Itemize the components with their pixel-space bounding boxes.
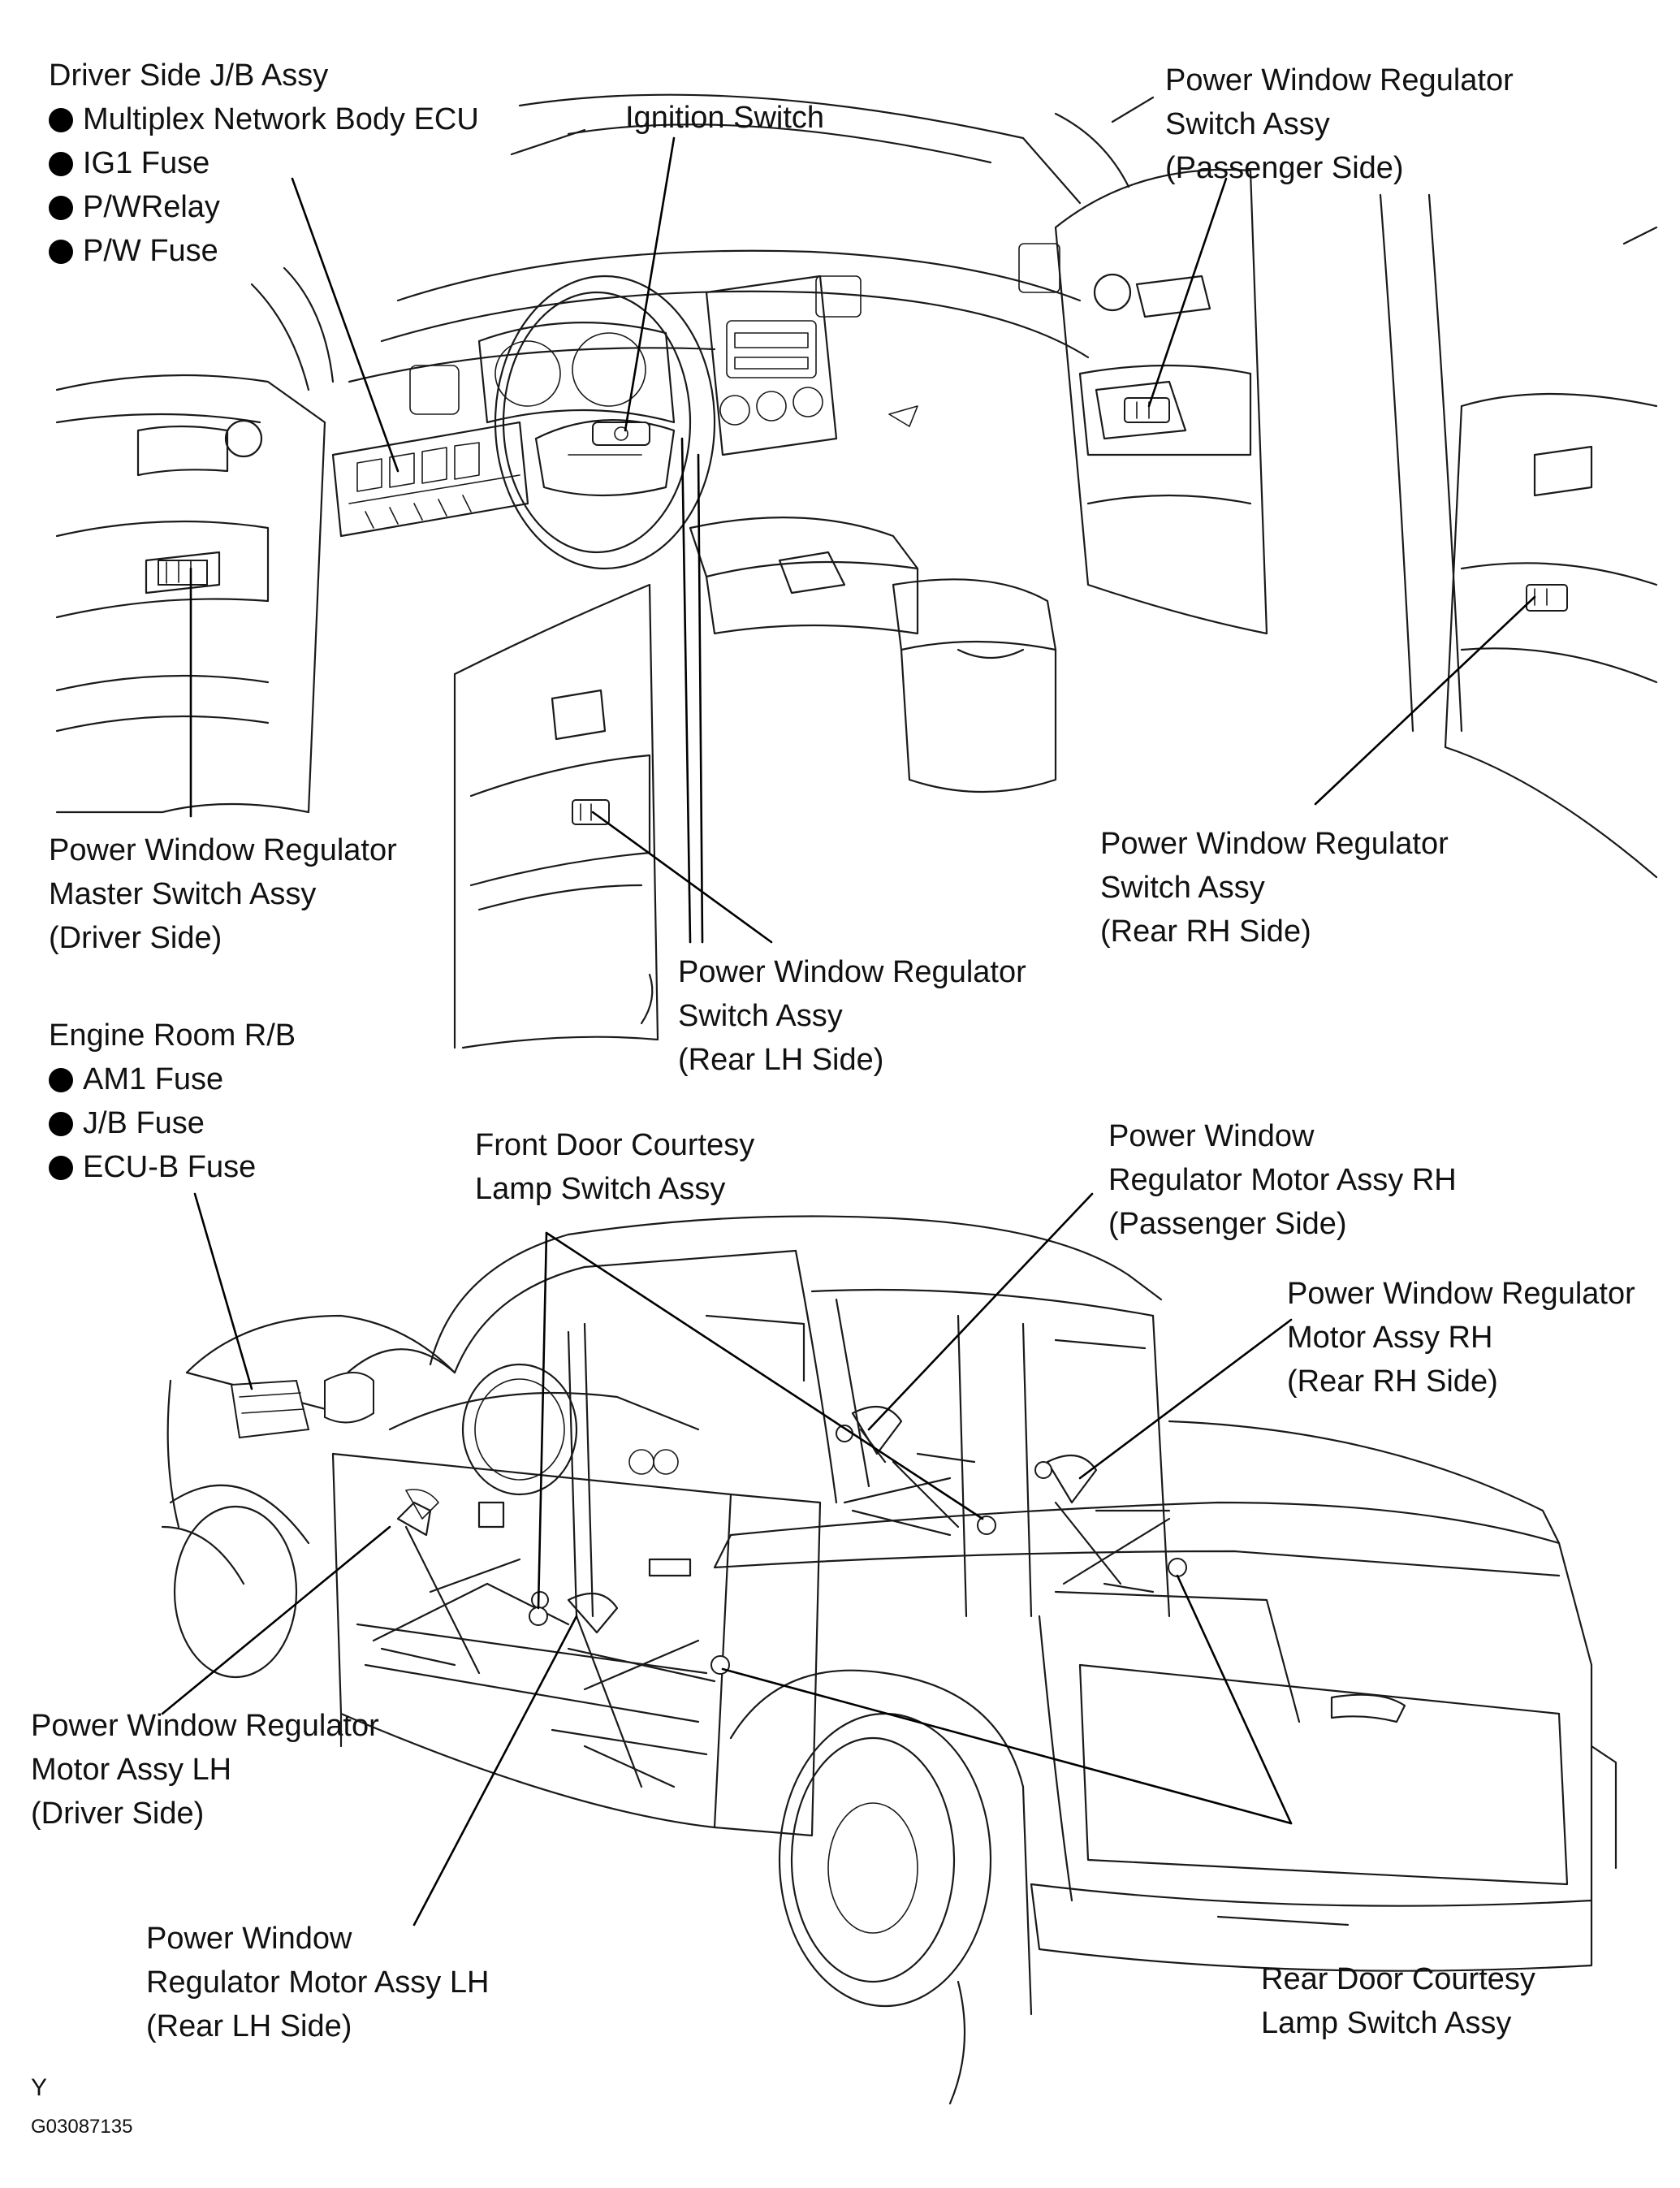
label-line: (Passenger Side)	[1165, 151, 1404, 185]
label-engine-room-rb: Engine Room R/B AM1 Fuse J/B Fuse ECU-B …	[49, 1014, 296, 1189]
engine-rb-item: J/B Fuse	[83, 1106, 205, 1140]
interior-view	[55, 93, 1658, 1049]
footer-letter: Y	[31, 2074, 48, 2101]
engine-rb-item: ECU-B Fuse	[83, 1150, 257, 1184]
label-line: Power Window	[146, 1922, 352, 1956]
label-line: (Rear LH Side)	[678, 1043, 884, 1077]
label-ignition-switch: Ignition Switch	[625, 96, 824, 140]
label-motor-lh-rear: Power Window Regulator Motor Assy LH (Re…	[146, 1917, 489, 2048]
bullet-icon	[49, 152, 73, 176]
label-line: Switch Assy	[1100, 871, 1265, 905]
bullet-icon	[49, 240, 73, 264]
label-line: Power Window Regulator	[1165, 63, 1514, 97]
bullet-icon	[49, 196, 73, 220]
courtesy-switch-rear-lh	[710, 1655, 730, 1675]
bullet-icon	[49, 1068, 73, 1092]
label-rear-courtesy-switch: Rear Door Courtesy Lamp Switch Assy	[1261, 1957, 1535, 2045]
label-motor-rh-passenger: Power Window Regulator Motor Assy RH (Pa…	[1108, 1114, 1457, 1246]
label-line: Front Door Courtesy	[475, 1128, 755, 1162]
driver-jb-item: IG1 Fuse	[83, 146, 210, 180]
label-pw-switch-passenger: Power Window Regulator Switch Assy (Pass…	[1165, 58, 1514, 190]
label-line: (Passenger Side)	[1108, 1207, 1347, 1241]
driver-jb-item: P/W Fuse	[83, 234, 218, 268]
label-line: Power Window Regulator	[31, 1709, 379, 1743]
label-motor-rh-rear: Power Window Regulator Motor Assy RH (Re…	[1287, 1272, 1635, 1403]
label-line: Power Window	[1108, 1119, 1315, 1153]
regulator-lh-rear	[531, 1591, 700, 1788]
regulator-lh-driver	[372, 1489, 570, 1675]
label-front-courtesy-switch: Front Door Courtesy Lamp Switch Assy	[475, 1123, 754, 1211]
label-driver-side-jb: Driver Side J/B Assy Multiplex Network B…	[49, 54, 479, 273]
label-line: Motor Assy LH	[31, 1753, 232, 1787]
label-line: Lamp Switch Assy	[475, 1172, 726, 1206]
label-line: Master Switch Assy	[49, 877, 317, 911]
label-line: Rear Door Courtesy	[1261, 1962, 1535, 1996]
driver-jb-item: Multiplex Network Body ECU	[83, 102, 479, 136]
label-pw-switch-rear-rh: Power Window Regulator Switch Assy (Rear…	[1100, 822, 1449, 953]
engine-rb-title: Engine Room R/B	[49, 1018, 296, 1053]
label-line: (Driver Side)	[31, 1797, 205, 1831]
footer-figure-code: G03087135	[31, 2116, 133, 2138]
label-line: Regulator Motor Assy RH	[1108, 1163, 1457, 1197]
interior-leader-lines	[189, 136, 1536, 944]
courtesy-switch-front-rh	[977, 1516, 996, 1535]
label-pw-switch-rear-lh: Power Window Regulator Switch Assy (Rear…	[678, 950, 1026, 1082]
label-line: Lamp Switch Assy	[1261, 2006, 1512, 2040]
label-line: Regulator Motor Assy LH	[146, 1965, 490, 2000]
driver-jb-title: Driver Side J/B Assy	[49, 58, 329, 93]
label-line: (Driver Side)	[49, 921, 222, 955]
engine-rb-item: AM1 Fuse	[83, 1062, 224, 1096]
label-line: Power Window Regulator	[1287, 1277, 1635, 1311]
bullet-icon	[49, 1112, 73, 1136]
truck-leader-lines	[161, 1192, 1293, 1926]
label-line: (Rear RH Side)	[1287, 1364, 1498, 1399]
truck-view	[161, 1215, 1617, 2105]
label-line: Motor Assy RH	[1287, 1321, 1493, 1355]
bullet-icon	[49, 1156, 73, 1180]
driver-jb-item: P/WRelay	[83, 190, 220, 224]
regulator-rh-rear	[1034, 1454, 1171, 1593]
label-line: (Rear RH Side)	[1100, 915, 1311, 949]
label-line: Power Window Regulator	[1100, 827, 1449, 861]
label-line: Power Window Regulator	[49, 833, 397, 867]
label-line: (Rear LH Side)	[146, 2009, 352, 2043]
courtesy-switch-front-lh	[529, 1606, 548, 1626]
label-motor-lh-driver: Power Window Regulator Motor Assy LH (Dr…	[31, 1704, 379, 1836]
label-line: Power Window Regulator	[678, 955, 1026, 989]
label-line: Switch Assy	[1165, 107, 1330, 141]
courtesy-switch-rear-rh	[1168, 1558, 1187, 1577]
bullet-icon	[49, 108, 73, 132]
label-line: Switch Assy	[678, 999, 843, 1033]
label-pw-master-driver: Power Window Regulator Master Switch Ass…	[49, 828, 397, 960]
ignition-line: Ignition Switch	[625, 101, 825, 135]
